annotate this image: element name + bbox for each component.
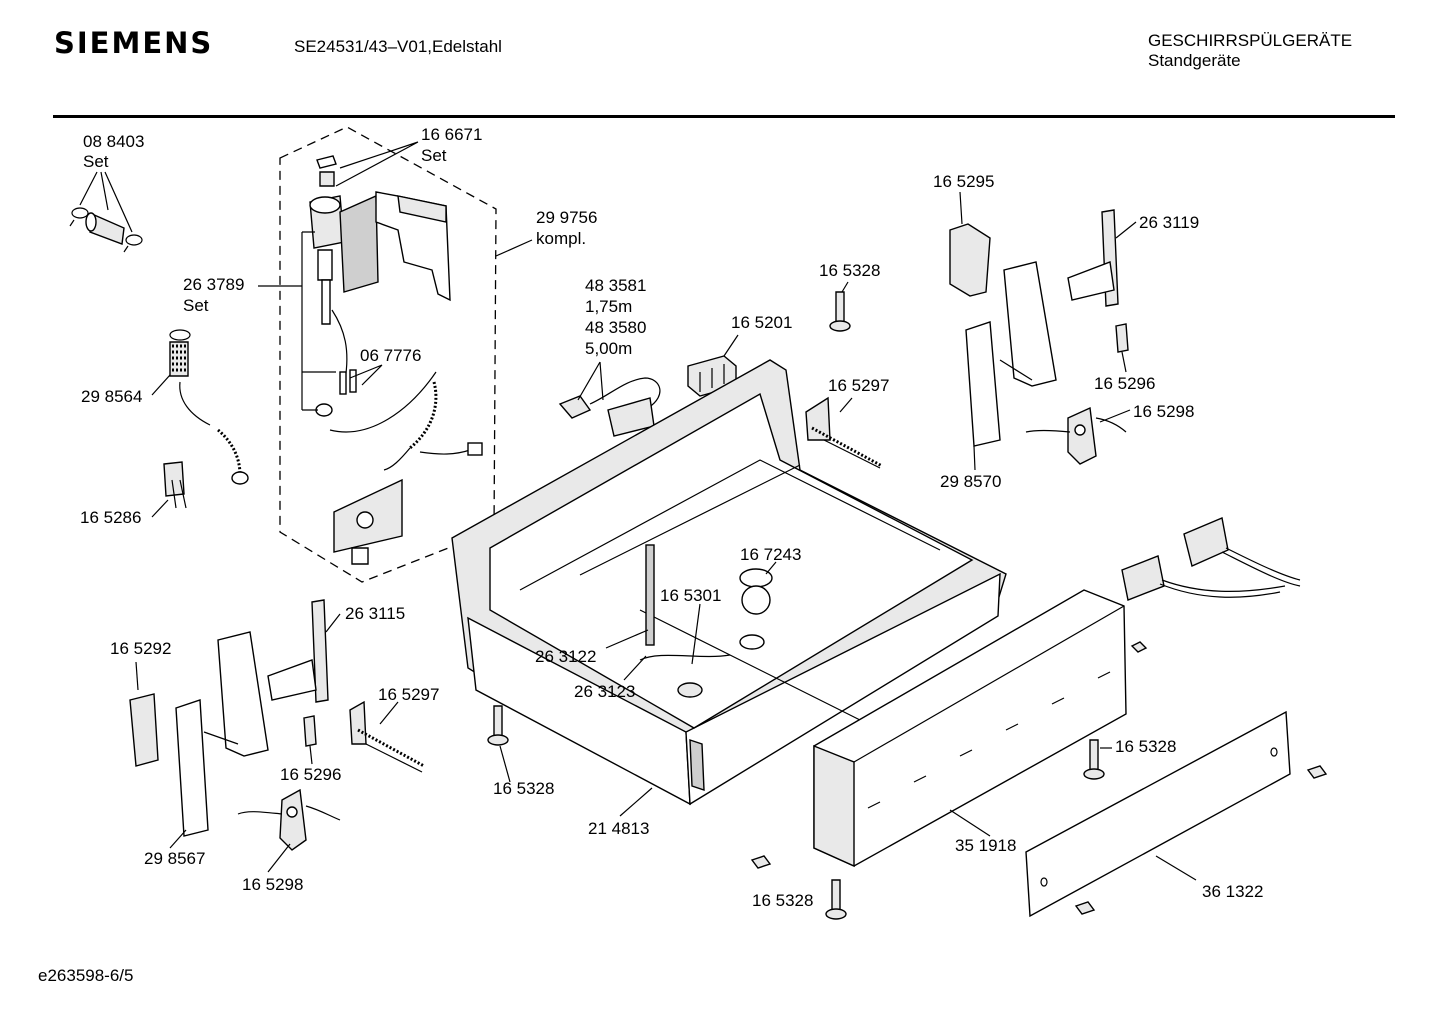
label-166671: 16 6671	[421, 125, 482, 144]
hinge-bracket-left-drawing	[129, 599, 341, 851]
label-165328-bottom: 16 5328	[752, 891, 813, 910]
leader-165295	[959, 191, 963, 225]
label-165298-right: 16 5298	[1133, 402, 1194, 421]
leader-299756	[495, 239, 533, 257]
label-263119: 26 3119	[1139, 213, 1199, 232]
hinge-spring-left-drawing	[349, 700, 425, 773]
label-165296-left: 16 5296	[280, 765, 341, 784]
leader-165297-left	[379, 701, 399, 725]
label-165296-right: 16 5296	[1094, 374, 1155, 393]
hinge-bracket-right-drawing	[949, 209, 1129, 465]
inlet-valve-drawing	[309, 155, 379, 381]
cable-harness-drawing	[1121, 517, 1301, 601]
leader-298570	[973, 445, 976, 471]
label-361322: 36 1322	[1202, 882, 1263, 901]
category-title: GESCHIRRSPÜLGERÄTE	[1148, 31, 1353, 50]
label-299756: 29 9756	[536, 208, 597, 227]
leader-298567	[169, 829, 187, 849]
leader-263789	[258, 231, 336, 411]
decor-strip-drawing	[1025, 710, 1328, 918]
label-166671-note: Set	[421, 146, 447, 165]
label-167243: 16 7243	[740, 545, 801, 564]
label-165328-right: 16 5328	[1115, 737, 1176, 756]
label-165295: 16 5295	[933, 172, 994, 191]
leader-165298-left	[267, 843, 291, 873]
label-299756-note: kompl.	[536, 229, 586, 248]
category-subtitle: Standgeräte	[1148, 51, 1241, 70]
leader-214813	[619, 787, 653, 817]
label-263115: 26 3115	[345, 604, 405, 623]
leader-165286	[151, 499, 169, 518]
base-frame-drawing	[451, 359, 1007, 806]
label-263122: 26 3122	[535, 647, 596, 666]
leader-067776	[349, 364, 383, 386]
leader-165328-mid	[499, 745, 511, 783]
label-165292: 16 5292	[110, 639, 171, 658]
leader-263115	[325, 613, 341, 633]
connectors-067776-drawing	[315, 369, 357, 417]
label-088403: 08 8403	[83, 132, 144, 151]
label-165298-left: 16 5298	[242, 875, 303, 894]
label-165297-top: 16 5297	[828, 376, 889, 395]
label-088403-note: Set	[83, 152, 109, 171]
label-165328-mid: 16 5328	[493, 779, 554, 798]
label-263789: 26 3789	[183, 275, 244, 294]
label-067776: 06 7776	[360, 346, 421, 365]
inlet-hose-drawing	[329, 371, 483, 471]
leader-165297-top	[839, 397, 853, 413]
leader-167243	[765, 561, 777, 575]
leader-361322	[1155, 855, 1197, 881]
leader-165298-right	[1099, 409, 1131, 423]
leader-483581	[577, 361, 604, 401]
label-263123: 26 3123	[574, 682, 635, 701]
leader-165328-top	[841, 281, 849, 293]
label-len-500: 5,00m	[585, 339, 632, 358]
siemens-logo: SIEMENS	[54, 26, 214, 60]
hinge-spring-top-drawing	[805, 396, 883, 469]
label-165328-top: 16 5328	[819, 261, 880, 280]
screw-165328-bottom-drawing	[750, 855, 847, 920]
screw-165328-top-drawing	[829, 291, 851, 332]
screw-165328-right-drawing	[1083, 739, 1105, 780]
label-165286: 16 5286	[80, 508, 141, 527]
leader-166671	[335, 141, 419, 187]
leader-165292	[135, 661, 139, 691]
drain-hose-drawing	[169, 329, 249, 485]
leader-263122	[605, 629, 649, 649]
label-298567: 29 8567	[144, 849, 205, 868]
leader-165201	[723, 334, 739, 357]
leader-351918	[949, 809, 991, 837]
kick-plate-drawing	[813, 589, 1148, 868]
header-divider	[53, 115, 1395, 118]
label-165201: 16 5201	[731, 313, 792, 332]
valve-holder-drawing	[333, 478, 403, 565]
label-165301: 16 5301	[660, 586, 721, 605]
leader-263119	[1115, 221, 1137, 239]
label-len-175: 1,75m	[585, 297, 632, 316]
leader-165296-left	[309, 745, 313, 765]
hose-clamp-set-drawing	[69, 207, 143, 253]
label-483581: 48 3581	[585, 276, 646, 295]
leader-088403	[79, 171, 133, 233]
leader-165301	[691, 603, 701, 665]
leader-165296-right	[1121, 351, 1127, 373]
label-263789-note: Set	[183, 296, 209, 315]
leader-263123	[623, 655, 647, 681]
label-165297-left: 16 5297	[378, 685, 439, 704]
screw-165328-mid-drawing	[487, 705, 509, 746]
leader-298564	[151, 374, 171, 396]
label-298570: 29 8570	[940, 472, 1001, 491]
bracket-cover-drawing	[375, 191, 451, 302]
assembly-boundary-dashed	[279, 126, 497, 583]
label-298564: 29 8564	[81, 387, 142, 406]
label-214813: 21 4813	[588, 819, 649, 838]
model-number: SE24531/43–V01,Edelstahl	[294, 37, 502, 56]
cable-483581-drawing	[558, 377, 661, 437]
label-483580: 48 3580	[585, 318, 646, 337]
clip-165286-drawing	[163, 461, 187, 509]
label-351918: 35 1918	[955, 836, 1016, 855]
document-id: e263598-6/5	[38, 966, 134, 985]
